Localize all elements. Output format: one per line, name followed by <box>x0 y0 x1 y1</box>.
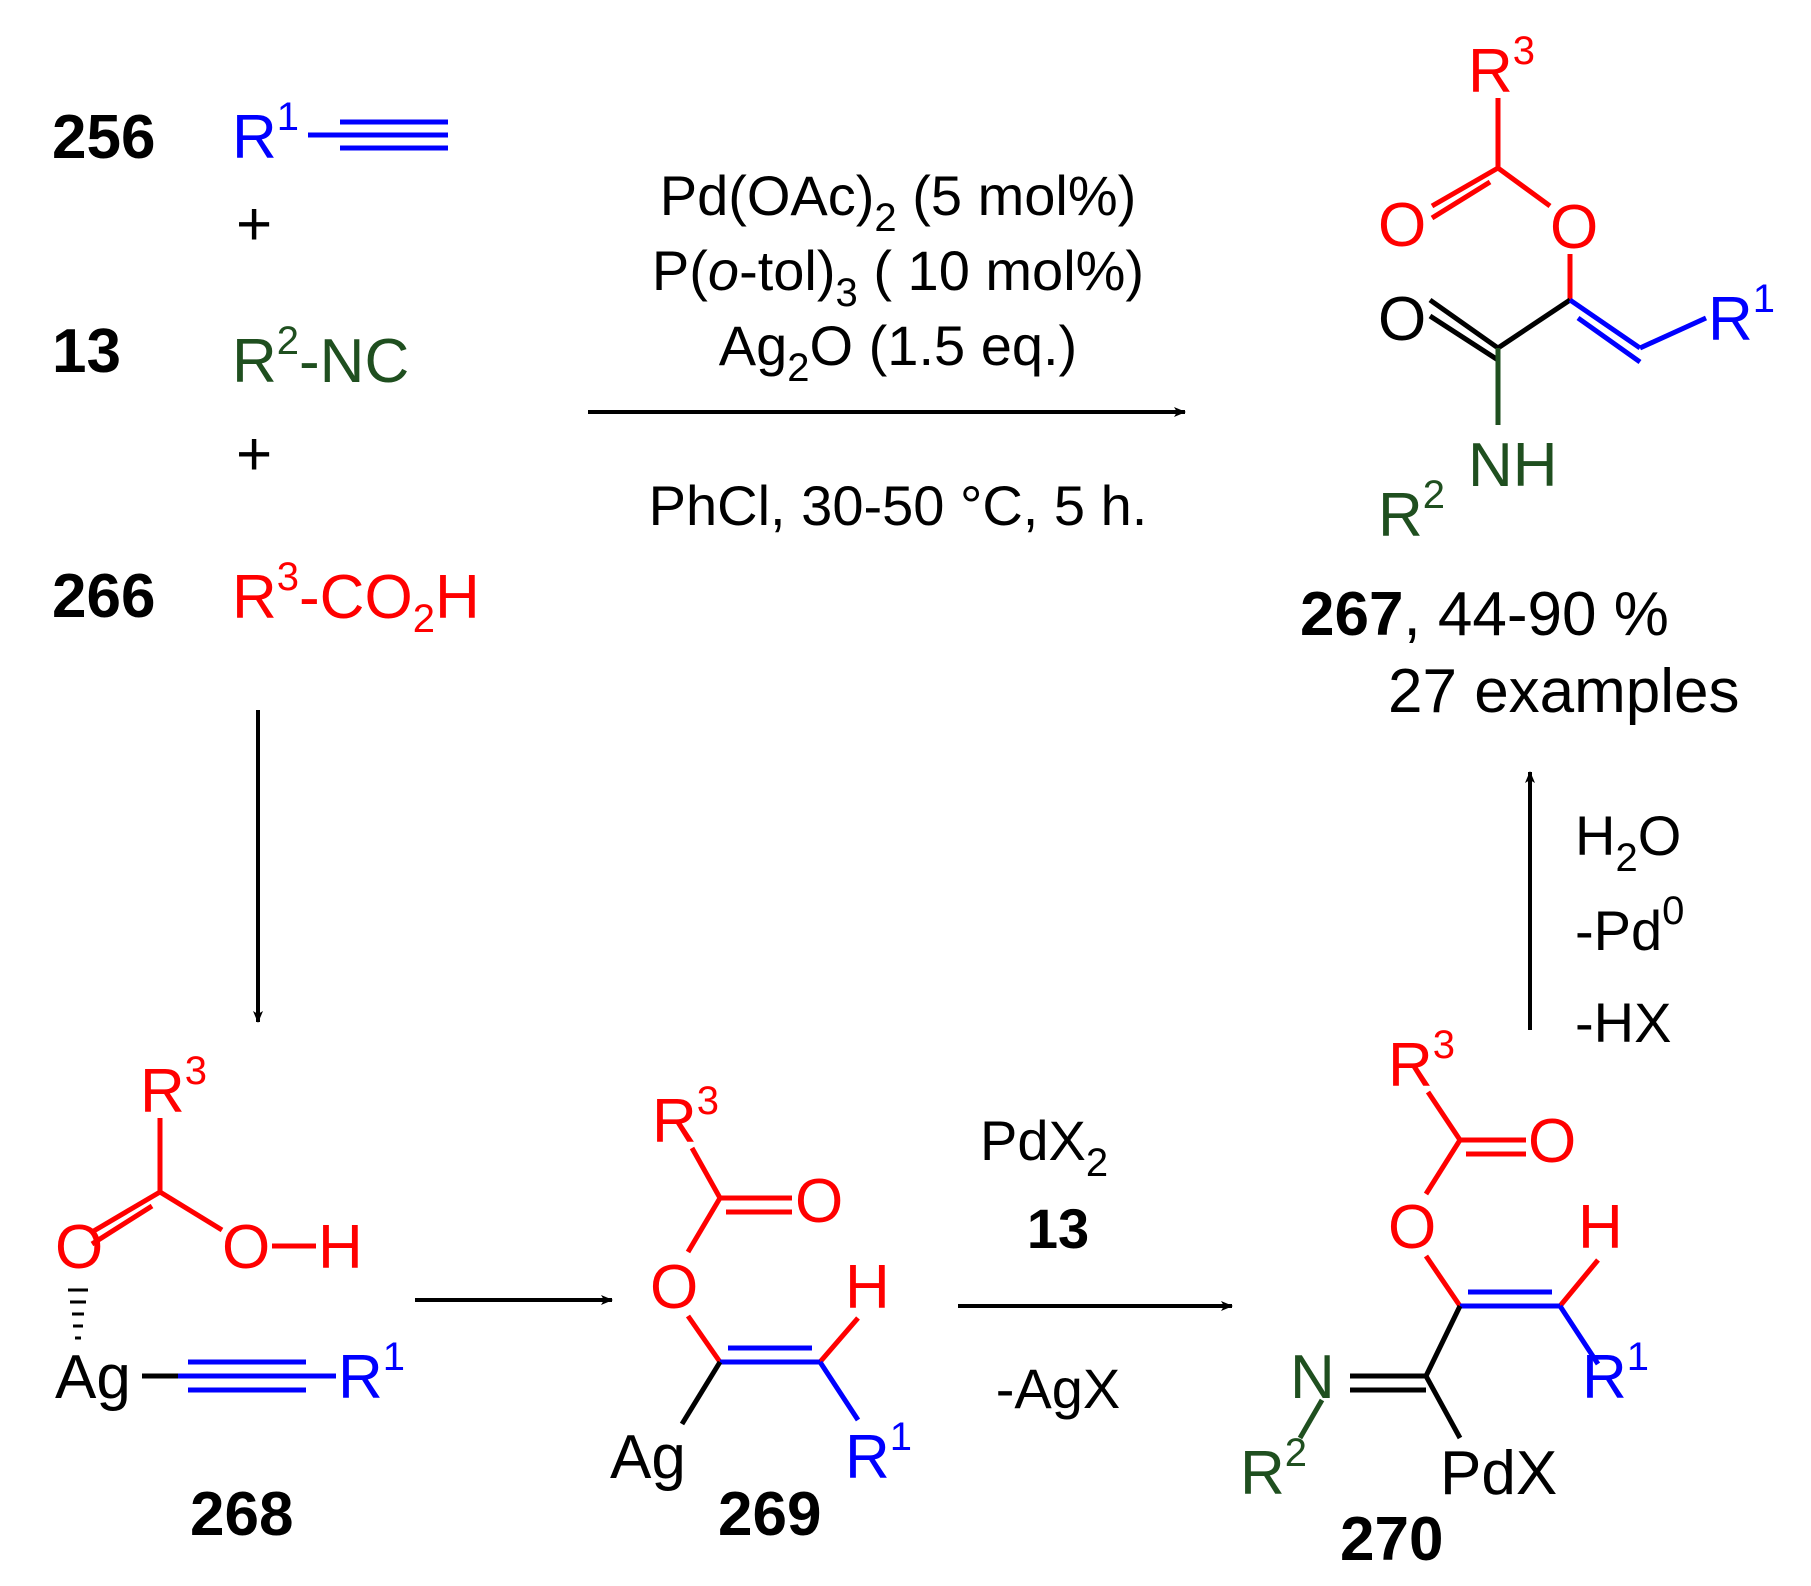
carbonyl-oxygen: O <box>55 1213 103 1282</box>
nh-group: NH <box>1468 431 1558 500</box>
r1-label: R1 <box>1582 1335 1649 1412</box>
triple-bond <box>308 119 448 151</box>
isocyanide-reagent: 13 <box>1027 1197 1089 1260</box>
compound-number-270: 270 <box>1340 1505 1443 1574</box>
examples-count: 27 examples <box>1388 657 1740 726</box>
amide-bonds <box>1428 297 1572 363</box>
vinyl-hydrogen: H <box>1578 1193 1623 1262</box>
reactant-256: 256 R1 <box>52 95 448 172</box>
amide-oxygen: O <box>1378 285 1426 354</box>
pd0-release: -Pd0 <box>1575 889 1684 962</box>
r1-label: R1 <box>338 1335 405 1412</box>
r3-label: R3 <box>1468 29 1535 106</box>
plus-sign: + <box>236 190 272 259</box>
hx-release: -HX <box>1575 991 1671 1054</box>
r2-label: R2 <box>1378 473 1445 550</box>
product-267: R3 O O O R1 NH R2 267, 44-90 % 27 exampl… <box>1300 29 1775 726</box>
intermediate-268: R3 O O H Ag R1 268 <box>55 1049 405 1549</box>
alkene-bonds <box>1460 1289 1601 1366</box>
agx-release: -AgX <box>996 1357 1121 1420</box>
r3-label: R3 <box>1388 1023 1455 1100</box>
compound-number-256: 256 <box>52 103 155 172</box>
coordination-bond <box>68 1288 88 1340</box>
ester-oxygen: O <box>1388 1193 1436 1262</box>
intermediate-270: R3 O O H N R2 PdX R1 270 <box>1240 1023 1649 1574</box>
carboxylic-acid-label: R3-CO2H <box>232 555 480 641</box>
compound-number-13: 13 <box>52 317 121 386</box>
triple-bond <box>178 1359 336 1393</box>
silver-atom: Ag <box>55 1343 131 1412</box>
hydroxyl-oxygen: O <box>222 1213 270 1282</box>
carbonyl-oxygen: O <box>1378 191 1426 260</box>
compound-number-269: 269 <box>718 1480 821 1549</box>
carboxyl-bonds <box>90 1118 316 1249</box>
carbonyl-oxygen: O <box>795 1167 843 1236</box>
palladation-step: PdX2 13 -AgX <box>958 1109 1233 1420</box>
ester-oxygen: O <box>1550 193 1598 262</box>
ag-c-bond <box>679 1360 723 1426</box>
main-conditions: Pd(OAc)2 (5 mol%) P(o-tol)3 ( 10 mol%) A… <box>588 164 1186 537</box>
compound-number-266: 266 <box>52 562 155 631</box>
compound-number-268: 268 <box>190 1480 293 1549</box>
r3-label: R3 <box>652 1079 719 1156</box>
silver-atom: Ag <box>610 1423 686 1492</box>
imine-nitrogen: N <box>1290 1343 1335 1412</box>
pdx2-reagent: PdX2 <box>980 1109 1108 1185</box>
imidoyl-bonds <box>1350 1304 1463 1440</box>
r2-label: R2 <box>1240 1431 1307 1508</box>
plus-sign: + <box>236 420 272 489</box>
ester-bonds <box>1423 1090 1600 1308</box>
pdx-group: PdX <box>1440 1439 1557 1508</box>
ester-oxygen: O <box>650 1253 698 1322</box>
r1-label: R1 <box>1708 277 1775 354</box>
water-reagent: H2O <box>1575 804 1681 880</box>
hydrolysis-step: H2O -Pd0 -HX <box>1525 771 1684 1054</box>
r3-label: R3 <box>140 1049 207 1126</box>
ester-bonds <box>1430 98 1573 300</box>
r1-label: R1 <box>232 95 299 172</box>
alkene-bonds <box>720 1345 861 1422</box>
n-r2-bond <box>1297 1398 1325 1440</box>
intermediate-269: R3 O O H Ag R1 269 <box>610 1079 912 1549</box>
catalyst-line: Pd(OAc)2 (5 mol%) <box>660 164 1137 240</box>
isocyanide-label: R2-NC <box>232 319 409 396</box>
ester-bonds <box>685 1146 860 1364</box>
vinyl-hydrogen: H <box>845 1253 890 1322</box>
alkene-bonds <box>1568 297 1708 365</box>
carbonyl-oxygen: O <box>1528 1107 1576 1176</box>
r1-label: R1 <box>845 1415 912 1492</box>
product-number-yield: 267, 44-90 % <box>1300 580 1669 649</box>
reactant-13: 13 R2-NC <box>52 317 409 396</box>
hydroxyl-hydrogen: H <box>318 1213 363 1282</box>
oxidant-line: Ag2O (1.5 eq.) <box>719 314 1077 390</box>
ligand-line: P(o-tol)3 ( 10 mol%) <box>652 239 1144 315</box>
reactant-266: 266 R3-CO2H <box>52 555 480 641</box>
solvent-line: PhCl, 30-50 °C, 5 h. <box>649 474 1148 537</box>
